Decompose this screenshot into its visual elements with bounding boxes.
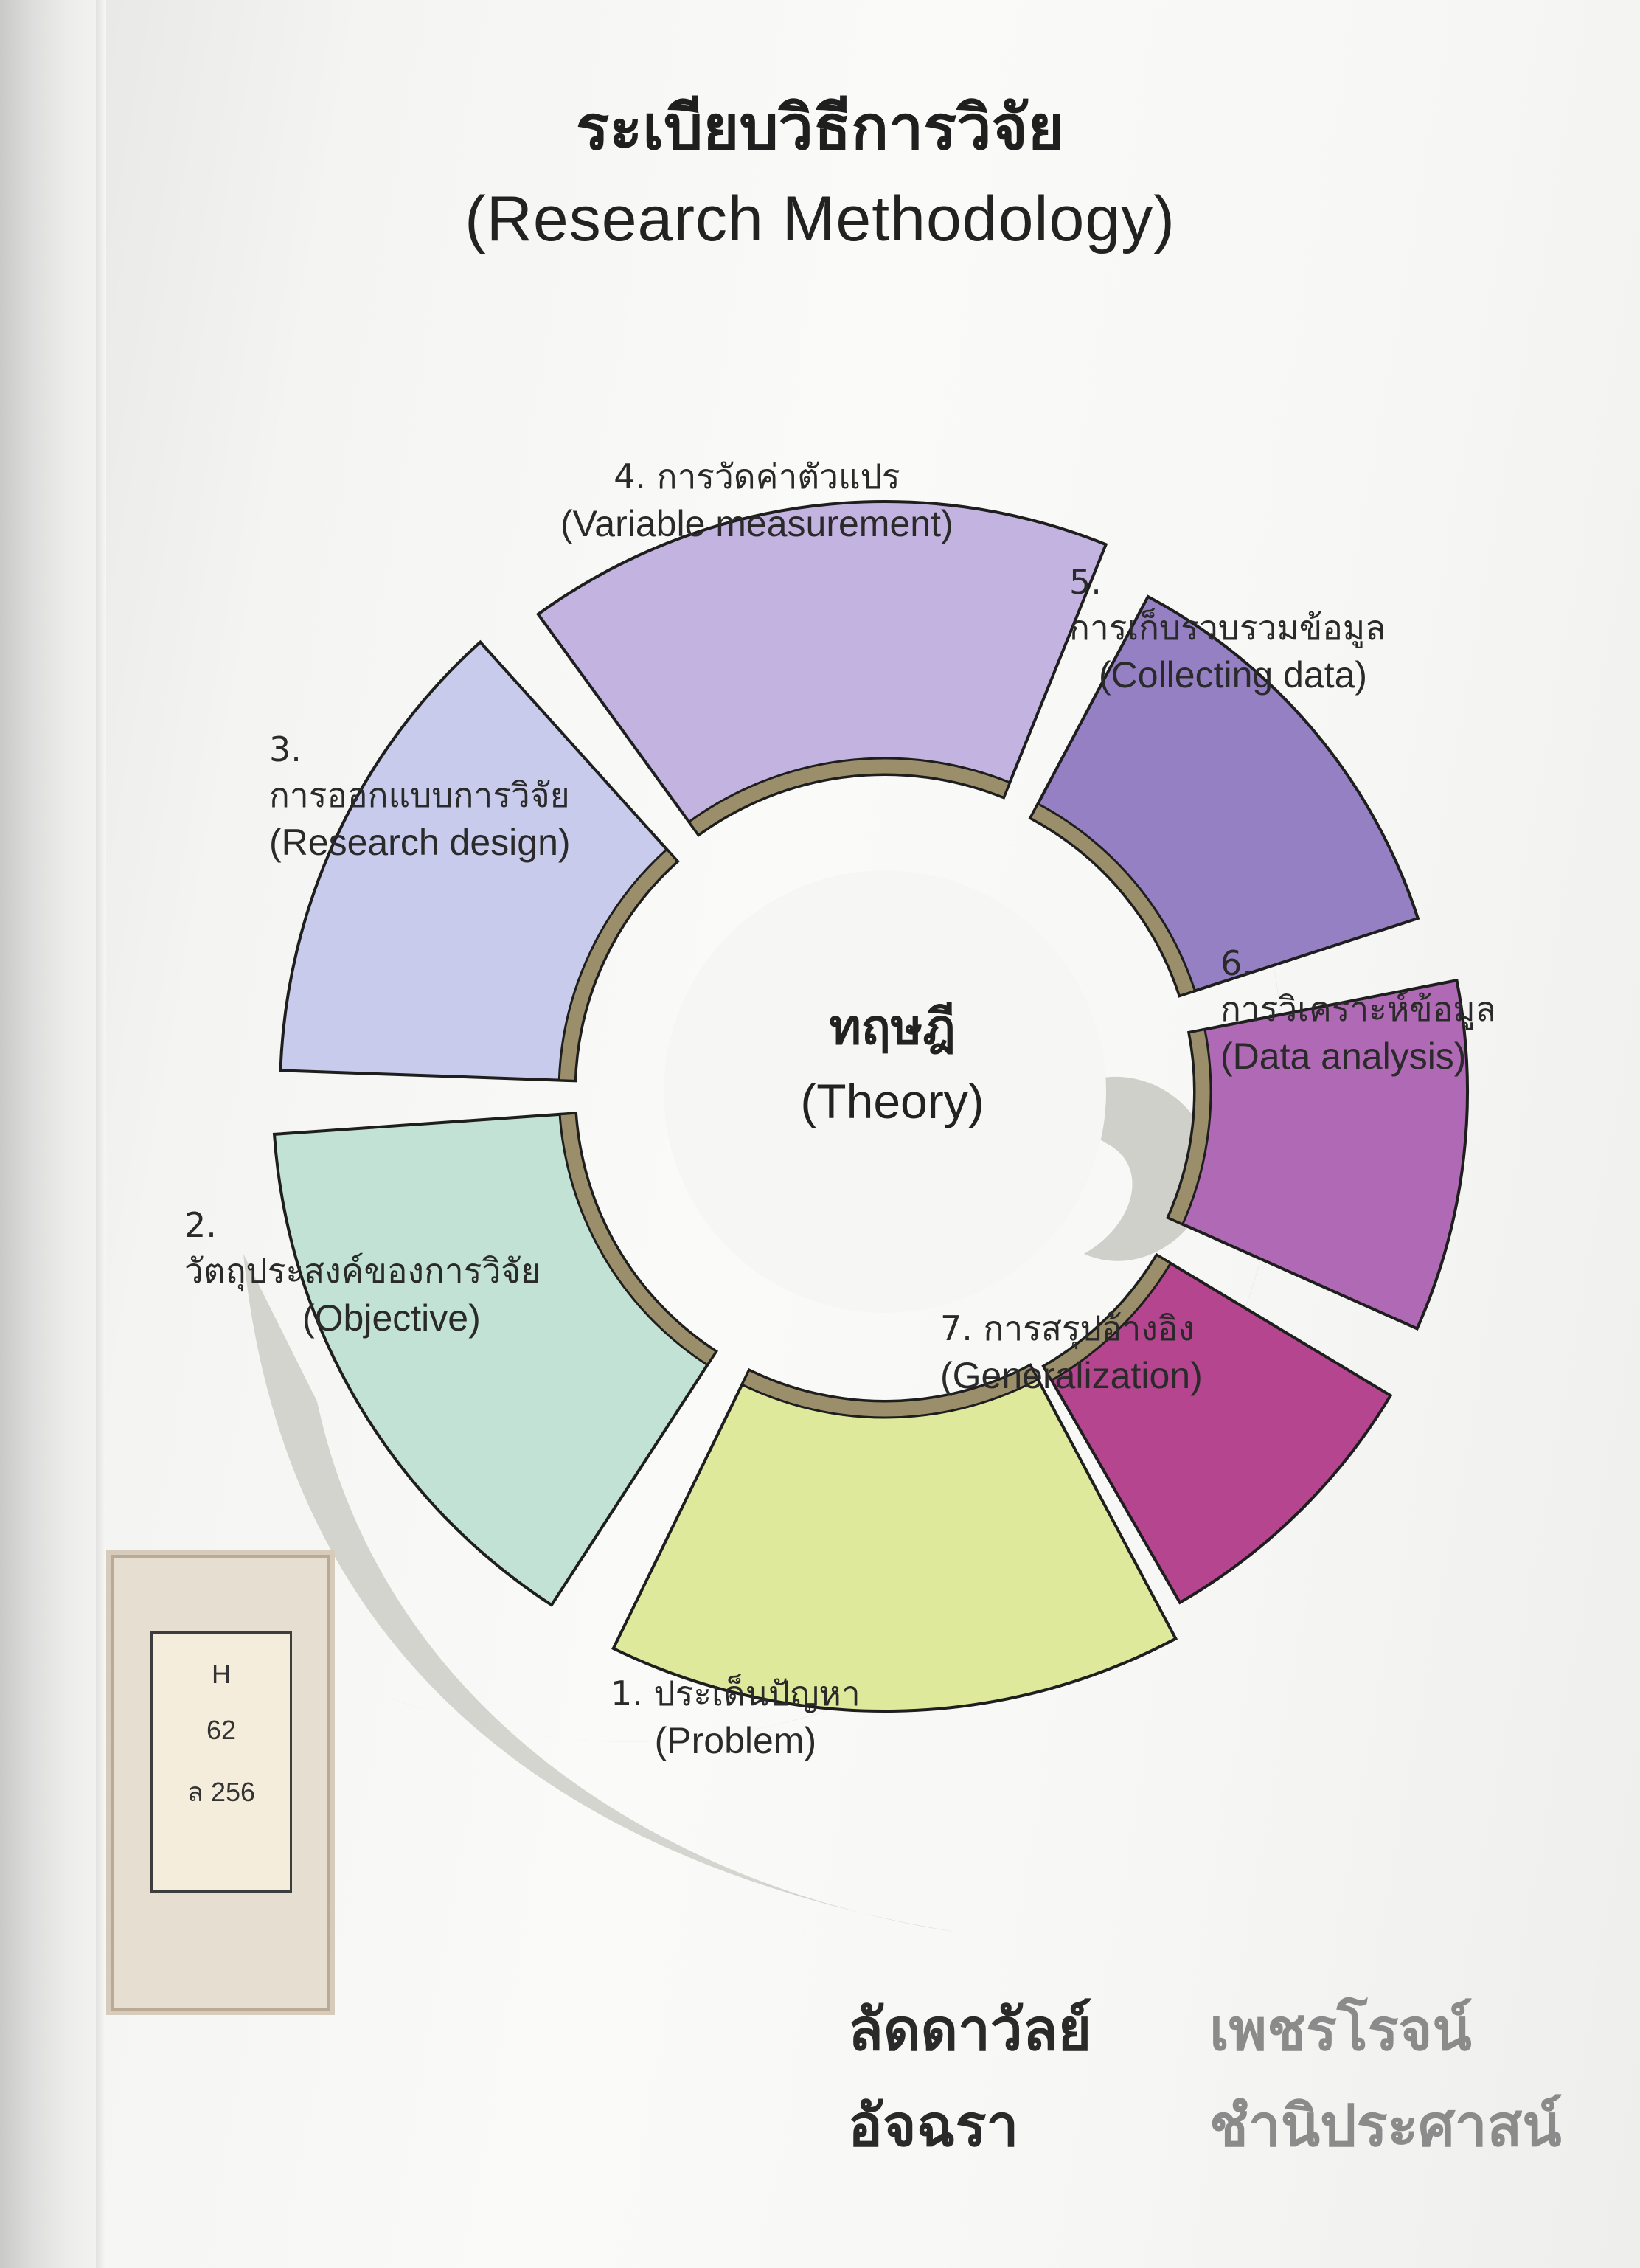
author-1-last-name: เพชรโรจน์: [1209, 1997, 1472, 2064]
segment-1-label: 1. ประเด็นปัญหา (Problem): [611, 1671, 861, 1766]
segments-layer: [272, 500, 1469, 1713]
call-number-line-2: 62: [206, 1715, 237, 1745]
segment-2-thai: วัตถุประสงค์ของการวิจัย: [184, 1251, 541, 1291]
segment-2-label: 2. วัตถุประสงค์ของการวิจัย (Objective): [184, 1202, 541, 1344]
segment-6-inner-band: [1166, 1027, 1212, 1226]
segment-6-number: 6.: [1220, 943, 1253, 983]
segment-5-label: 5. การเก็บรวบรวมข้อมูล (Collecting data): [1069, 559, 1386, 701]
book-spine: [0, 0, 96, 2268]
center-label: ทฤษฎี (Theory): [737, 988, 1047, 1129]
center-disc: [664, 870, 1106, 1313]
segment-4-inner-band: [687, 757, 1012, 837]
segment-2-english: (Objective): [302, 1297, 481, 1339]
segment-7-thai: 7. การสรุปอ้างอิง: [940, 1308, 1195, 1348]
segment-6-thai: การวิเคราะห์ข้อมูล: [1220, 989, 1496, 1030]
segment-2-inner-band: [558, 1112, 718, 1367]
spine-crease: [96, 0, 106, 2268]
segment-4-english: (Variable measurement): [560, 503, 953, 545]
segment-7-label: 7. การสรุปอ้างอิง (Generalization): [940, 1305, 1203, 1401]
segment-2-number: 2.: [184, 1205, 217, 1245]
title-english: (Research Methodology): [465, 184, 1175, 254]
call-number-line-1: H: [212, 1659, 231, 1689]
author-1-first-name: ลัดดาวัลย์: [848, 1997, 1092, 2064]
call-number-box: H 62 ล 256: [150, 1631, 292, 1893]
author-2-last-name: ชำนิประศาสน์: [1209, 2093, 1562, 2160]
segment-3-inner-band: [557, 847, 680, 1082]
call-number-line-3: ล 256: [187, 1777, 256, 1807]
segment-7-english: (Generalization): [940, 1355, 1203, 1397]
segment-6-label: 6. การวิเคราะห์ข้อมูล (Data analysis): [1220, 940, 1496, 1082]
segment-3-label: 3. การออกแบบการวิจัย (Research design): [269, 726, 571, 868]
segment-1-thai: 1. ประเด็นปัญหา: [611, 1674, 861, 1713]
segment-4-label: 4. การวัดค่าตัวแปร (Variable measurement…: [560, 454, 953, 549]
segment-3-english: (Research design): [269, 822, 571, 864]
segment-6-english: (Data analysis): [1220, 1036, 1467, 1078]
segment-5-english: (Collecting data): [1099, 654, 1368, 696]
segment-7-inner-band: [1041, 1253, 1172, 1382]
segment-1-inner-band: [740, 1363, 1040, 1419]
author-2-first-name: อัจฉรา: [848, 2093, 1019, 2160]
segment-5-inner-band: [1029, 802, 1197, 998]
call-number-sticker: H 62 ล 256: [111, 1555, 330, 2011]
center-english: (Theory): [800, 1074, 984, 1128]
segment-5-thai: การเก็บรวบรวมข้อมูล: [1069, 608, 1386, 648]
title-thai: ระเบียบวิธีการวิจัย: [576, 91, 1064, 164]
segment-1-english: (Problem): [654, 1720, 817, 1762]
center-thai: ทฤษฎี: [829, 999, 956, 1055]
segment-3-thai: การออกแบบการวิจัย: [269, 775, 570, 816]
segment-4-thai: 4. การวัดค่าตัวแปร: [614, 457, 900, 496]
segment-5-number: 5.: [1069, 562, 1102, 602]
segment-4-shape: [535, 500, 1108, 837]
segment-3-number: 3.: [269, 729, 302, 769]
swirl-tail: [243, 1254, 959, 1932]
